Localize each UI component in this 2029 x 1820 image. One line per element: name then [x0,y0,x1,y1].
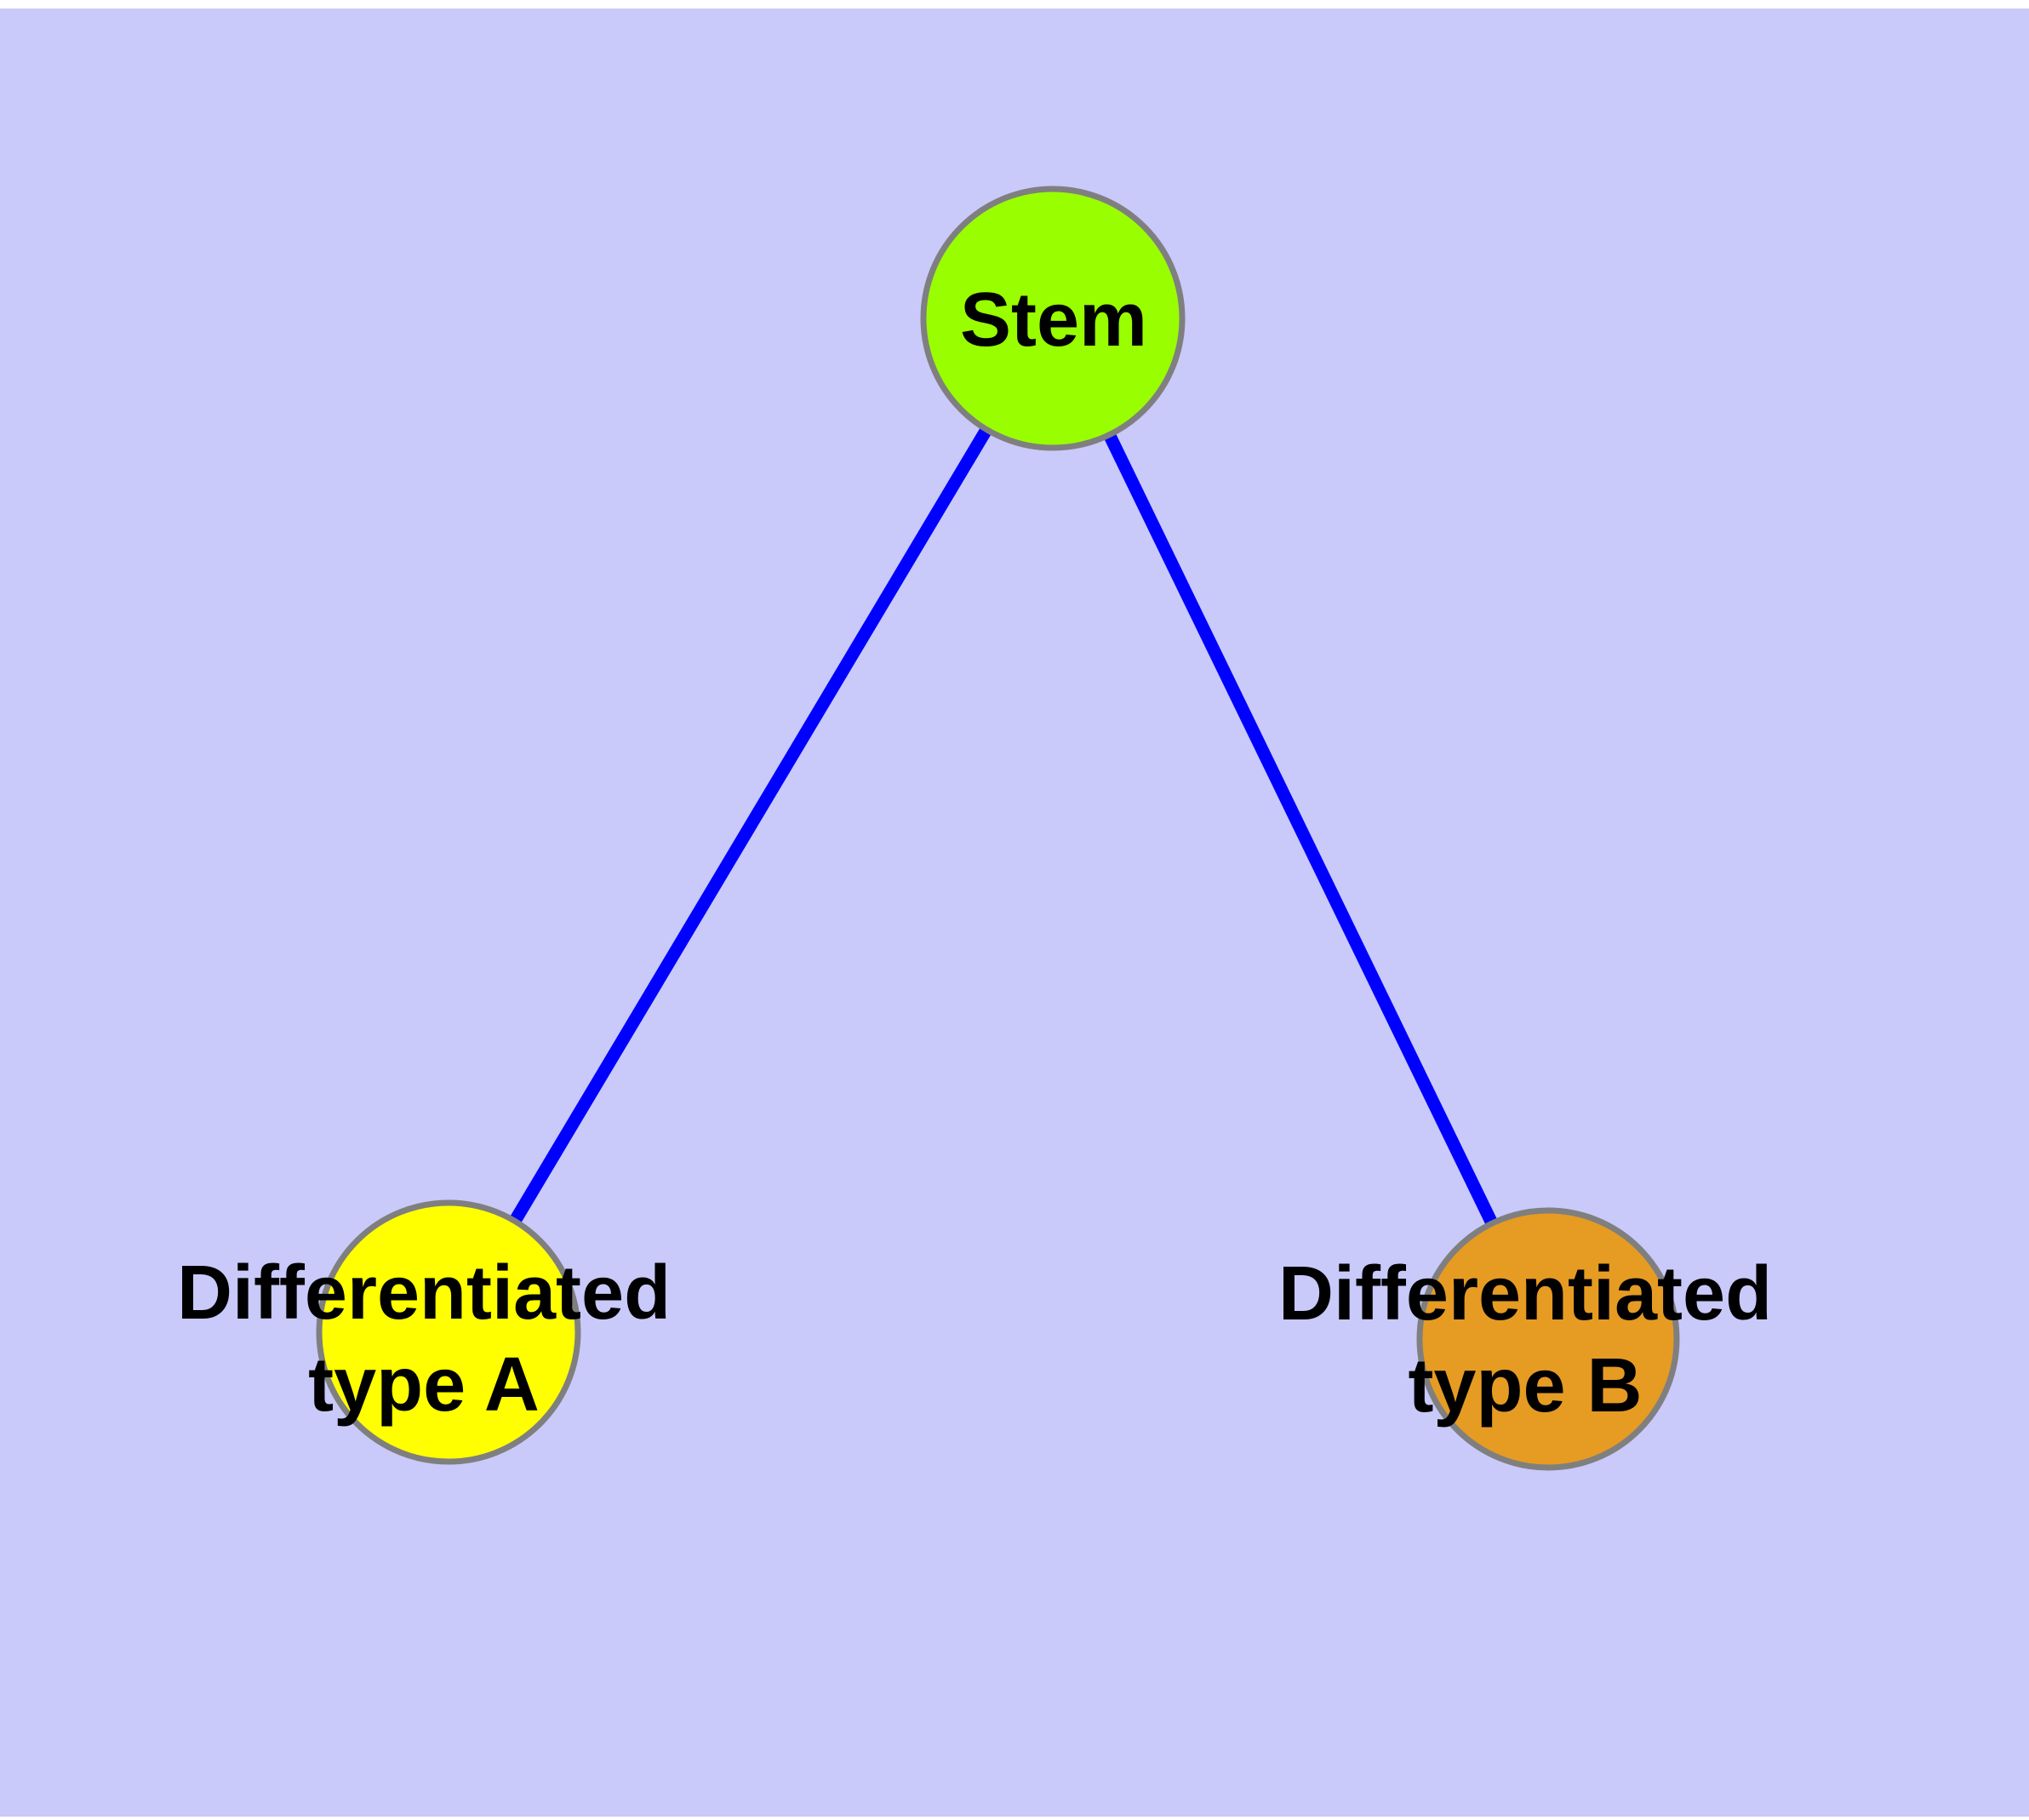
node-differentiated-type-a[interactable] [316,1199,581,1465]
edge-stem-to-type-a [443,315,1059,1336]
edge-stem-to-type-b [1047,315,1554,1342]
node-differentiated-type-b[interactable] [1416,1207,1680,1471]
node-stem[interactable] [920,186,1186,451]
